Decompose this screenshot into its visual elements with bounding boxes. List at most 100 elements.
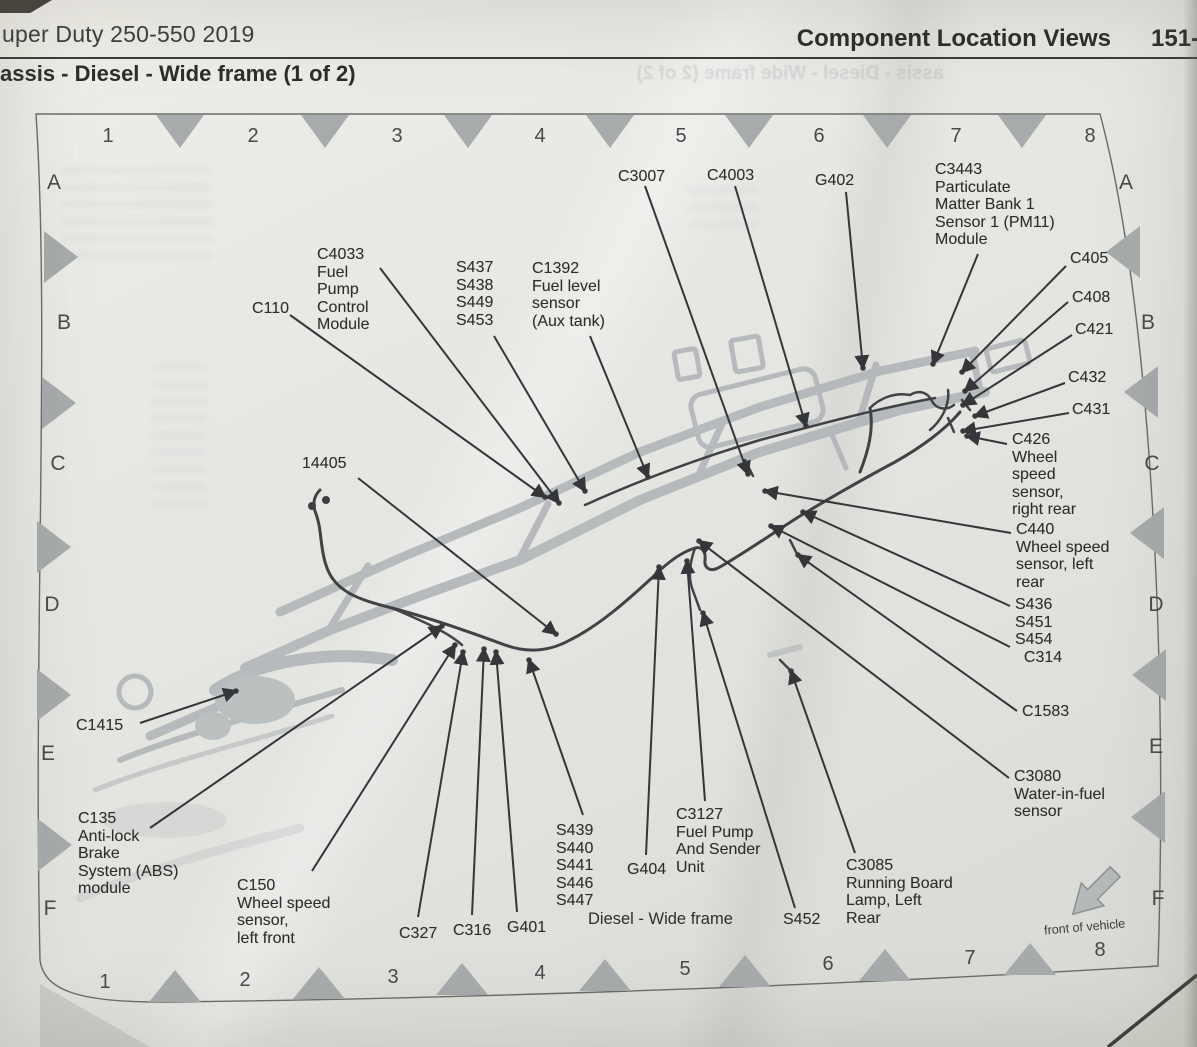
leader-line-c135 bbox=[149, 624, 444, 829]
leader-line-c408 bbox=[963, 301, 1069, 393]
page-subtitle: assis - Diesel - Wide frame (1 of 2) bbox=[0, 61, 356, 86]
grid-number-top-1: 1 bbox=[102, 125, 113, 147]
callout-c431: C431 bbox=[1072, 401, 1111, 418]
grid-number-bottom-6: 6 bbox=[822, 953, 833, 975]
grid-letter-right-b: B bbox=[1141, 311, 1155, 334]
grid-letter-left-c: C bbox=[50, 452, 65, 475]
callout-c4003: C4003 bbox=[707, 167, 755, 184]
leader-line-g402 bbox=[845, 191, 870, 371]
callout-g404: G404 bbox=[627, 861, 667, 878]
grid-letter-left-b: B bbox=[57, 311, 71, 334]
grid-letter-right-f: F bbox=[1152, 887, 1165, 910]
grid-letter-left-e: E bbox=[41, 742, 55, 765]
callout-g402: G402 bbox=[815, 172, 855, 189]
grid-number-top-7: 7 bbox=[950, 125, 961, 147]
grid-number-bottom-7: 7 bbox=[964, 947, 975, 969]
leader-line-c3127 bbox=[680, 558, 706, 802]
chassis-frame-drawing bbox=[75, 333, 1032, 903]
callout-c1415: C1415 bbox=[76, 717, 124, 734]
header-section-title: Component Location Views bbox=[796, 25, 1111, 52]
leader-line-c421 bbox=[961, 334, 1073, 407]
callout-c316: C316 bbox=[453, 922, 492, 939]
diagram-border bbox=[35, 113, 1162, 1003]
callout-c1392: C1392 Fuel level sensor (Aux tank) bbox=[532, 260, 605, 330]
leader-line-s436 bbox=[800, 510, 1011, 607]
header-page-number: 151- bbox=[1151, 25, 1197, 52]
leader-line-g401 bbox=[489, 649, 518, 913]
callout-c135: C135 Anti-lock Brake System (ABS) module bbox=[78, 810, 179, 897]
callout-c408: C408 bbox=[1072, 289, 1111, 306]
page-edge-artifacts bbox=[40, 973, 1197, 1047]
grid-triangles-left bbox=[37, 231, 78, 871]
grid-letter-right-d: D bbox=[1148, 593, 1163, 616]
leader-line-c3443 bbox=[930, 253, 979, 367]
leader-line-c4033 bbox=[379, 267, 561, 505]
front-of-vehicle-arrow-icon bbox=[1071, 865, 1122, 916]
grid-letter-left-d: D bbox=[44, 593, 59, 616]
grid-coordinates: 1 2 3 4 5 6 7 8 1 2 3 4 5 6 7 8 A B C D … bbox=[41, 125, 1164, 993]
callout-g401: G401 bbox=[507, 919, 547, 936]
callout-c440: C440 Wheel speed sensor, left rear bbox=[1016, 521, 1110, 591]
grid-number-top-5: 5 bbox=[675, 125, 686, 147]
leader-line-14405 bbox=[357, 477, 558, 636]
grid-number-bottom-4: 4 bbox=[534, 962, 545, 984]
leader-line-s454 bbox=[768, 524, 1011, 648]
grid-number-bottom-8: 8 bbox=[1094, 939, 1105, 961]
header-model-title: uper Duty 250-550 2019 bbox=[2, 21, 255, 47]
callout-c3085: C3085 Running Board Lamp, Left Rear bbox=[846, 857, 953, 927]
leader-line-c431 bbox=[960, 412, 1070, 437]
harness-connector-dots bbox=[233, 361, 978, 694]
callout-c150: C150 Wheel speed sensor, left front bbox=[237, 877, 331, 947]
leader-lines bbox=[139, 185, 1073, 918]
callout-s452: S452 bbox=[783, 911, 821, 928]
grid-number-top-3: 3 bbox=[391, 125, 402, 147]
callout-c421: C421 bbox=[1075, 321, 1114, 338]
leader-line-c1415 bbox=[139, 687, 239, 724]
grid-number-bottom-2: 2 bbox=[239, 969, 250, 991]
callout-c3007: C3007 bbox=[618, 168, 666, 185]
callout-s439: S439 S440 S441 S446 S447 bbox=[556, 822, 594, 909]
leader-line-c1583 bbox=[796, 553, 1018, 712]
callout-c4033: C4033 Fuel Pump Control Module bbox=[317, 246, 370, 333]
grid-letter-right-c: C bbox=[1144, 452, 1159, 475]
grid-number-bottom-3: 3 bbox=[387, 966, 398, 988]
grid-triangles-right bbox=[1106, 226, 1166, 843]
leader-line-c150 bbox=[311, 643, 457, 872]
leader-line-g404 bbox=[645, 564, 666, 856]
header-rule bbox=[0, 57, 1197, 59]
callout-c3080: C3080 Water-in-fuel sensor bbox=[1014, 768, 1105, 820]
grid-number-top-6: 6 bbox=[813, 125, 824, 147]
callout-c3127: C3127 Fuel Pump And Sender Unit bbox=[676, 806, 761, 876]
leader-line-c4003 bbox=[734, 185, 810, 429]
callout-c432: C432 bbox=[1068, 369, 1107, 386]
leader-line-c3080 bbox=[697, 539, 1010, 779]
grid-letter-right-e: E bbox=[1149, 735, 1163, 758]
leader-line-c432 bbox=[972, 382, 1066, 419]
grid-number-bottom-5: 5 bbox=[679, 958, 690, 980]
leader-line-s439 bbox=[526, 657, 584, 816]
callout-s437: S437 S438 S449 S453 bbox=[456, 259, 494, 329]
grid-number-top-2: 2 bbox=[247, 125, 258, 147]
callout-c327: C327 bbox=[399, 925, 438, 942]
grid-triangles-bottom bbox=[149, 943, 1056, 1002]
leader-line-c1392 bbox=[589, 335, 651, 480]
callout-14405: 14405 bbox=[302, 455, 347, 472]
wiring-harness-drawing bbox=[233, 361, 978, 694]
grid-triangles-top bbox=[156, 115, 1046, 148]
diagram-caption: Diesel - Wide frame bbox=[588, 910, 733, 928]
callout-c110: C110 bbox=[252, 300, 290, 317]
callout-c426: C426 Wheel speed sensor, right rear bbox=[1012, 431, 1077, 518]
grid-number-top-4: 4 bbox=[534, 125, 545, 147]
leader-line-s437 bbox=[493, 335, 587, 493]
grid-number-bottom-1: 1 bbox=[99, 971, 110, 993]
leader-line-c426 bbox=[964, 431, 1008, 446]
leader-line-c440 bbox=[762, 485, 1012, 534]
leader-line-s452 bbox=[699, 610, 796, 909]
leader-line-c316 bbox=[471, 646, 491, 916]
leader-line-c327 bbox=[417, 649, 469, 918]
callout-c1583: C1583 bbox=[1022, 703, 1070, 720]
leader-line-c3085 bbox=[788, 668, 856, 854]
grid-number-top-8: 8 bbox=[1084, 125, 1095, 147]
